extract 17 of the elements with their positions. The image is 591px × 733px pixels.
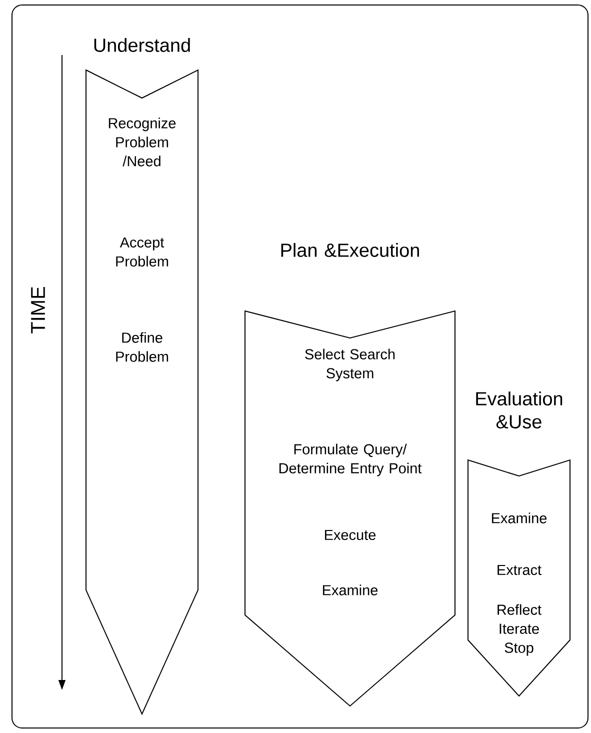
step-text: Extract	[498, 564, 542, 576]
step-text: Recognize Problem /Need	[108, 118, 176, 166]
column-heading: Understand	[94, 38, 190, 52]
step-text: Define Problem	[116, 332, 168, 362]
step-text: Select Search System	[305, 348, 395, 382]
step-text: Examine	[492, 512, 547, 524]
column-heading: Plan &Execution	[281, 243, 419, 257]
step-text: Reflect Iterate Stop	[498, 604, 542, 656]
chevron-column	[244, 310, 456, 707]
step-text: Formulate Query/ Determine Entry Point	[279, 444, 422, 476]
step-text: Examine	[322, 584, 378, 596]
step-text: Execute	[325, 530, 376, 540]
chevron-column	[468, 459, 570, 697]
step-text: Accept Problem	[116, 237, 168, 267]
chevron-column	[86, 69, 198, 716]
axis-label: TIME	[31, 286, 45, 334]
column-heading: Evaluation &Use	[476, 392, 562, 428]
